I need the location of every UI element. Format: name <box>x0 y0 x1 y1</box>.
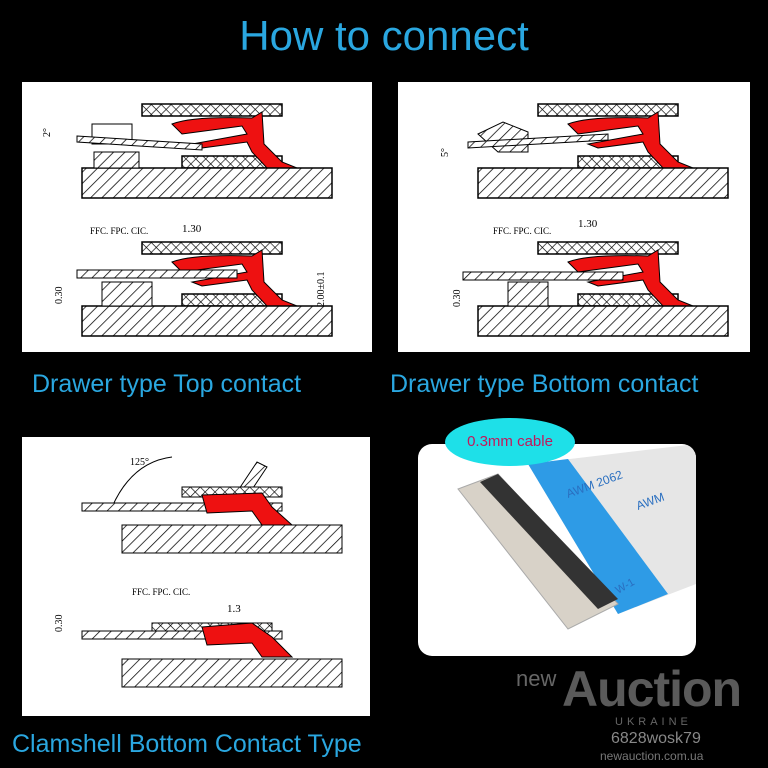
connector-photo: AWM 2062 AWM W-1 <box>418 444 696 656</box>
watermark-code: 6828wosk79 <box>611 730 701 747</box>
diagram-drawer-bottom-contact: 5° FFC. FPC. CIC. 1.30 0.30 <box>398 82 750 352</box>
cable-label: FFC. FPC. CIC. <box>493 226 551 236</box>
diagram-clamshell-bottom-contact: 125° FFC. FPC. CIC. 1.3 0.30 <box>22 437 370 716</box>
watermark-url: newauction.com.ua <box>600 749 704 763</box>
pitch-dimension: 1.30 <box>182 223 202 235</box>
caption-clamshell: Clamshell Bottom Contact Type <box>12 730 362 758</box>
cable-dimension: 0.30 <box>452 290 463 308</box>
angle-label: 5° <box>440 148 451 157</box>
cable-label: FFC. FPC. CIC. <box>90 226 148 236</box>
angle-label: 2° <box>42 128 53 137</box>
cable-label: FFC. FPC. CIC. <box>132 587 190 597</box>
connector-diagram: 2° FFC. FPC. CIC. 1.30 0.30 2.00±0.1 <box>42 103 333 337</box>
pitch-dimension: 1.30 <box>578 218 598 230</box>
connector-photo-art: AWM 2062 AWM W-1 <box>457 444 696 630</box>
angle-label: 125° <box>130 457 149 468</box>
cable-dimension: 0.30 <box>54 615 65 633</box>
connector-diagram: 125° FFC. FPC. CIC. 1.3 0.30 <box>54 456 343 688</box>
caption-drawer-bottom: Drawer type Bottom contact <box>390 370 699 398</box>
watermark-brand: Auction <box>562 661 742 717</box>
cable-thickness-bubble: 0.3mm cable <box>445 418 575 466</box>
caption-drawer-top: Drawer type Top contact <box>32 370 302 398</box>
watermark-country: UKRAINE <box>615 716 692 728</box>
watermark-new: new <box>516 666 557 691</box>
diagram-drawer-top-contact: 2° FFC. FPC. CIC. 1.30 0.30 2.00±0.1 <box>22 82 372 352</box>
pitch-dimension: 1.3 <box>227 603 241 615</box>
connector-diagram: 5° FFC. FPC. CIC. 1.30 0.30 <box>440 103 729 337</box>
cable-dimension: 0.30 <box>54 287 65 305</box>
page-title: How to connect <box>239 12 529 59</box>
height-dimension: 2.00±0.1 <box>316 272 327 308</box>
